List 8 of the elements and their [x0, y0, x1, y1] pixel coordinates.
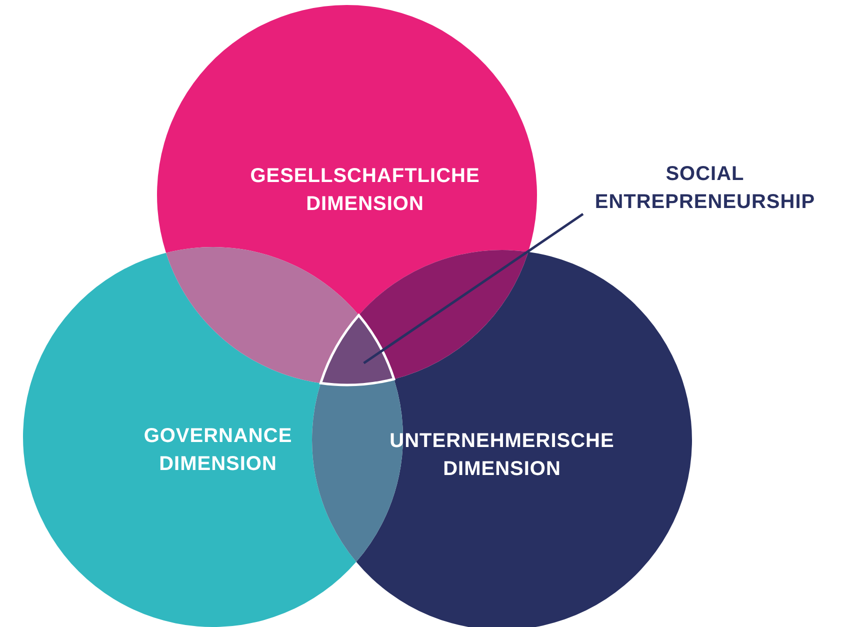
overlap-region	[166, 247, 359, 384]
overlap-region	[358, 250, 528, 380]
callout-label: SOCIAL ENTREPRENEURSHIP	[575, 160, 835, 216]
intersection-region	[319, 314, 396, 386]
circle-label: UNTERNEHMERISCHE DIMENSION	[388, 429, 616, 482]
leader-line	[363, 212, 584, 364]
circle-label: GESELLSCHAFTLICHE DIMENSION	[249, 164, 481, 217]
circle-label: GOVERNANCE DIMENSION	[142, 424, 294, 477]
